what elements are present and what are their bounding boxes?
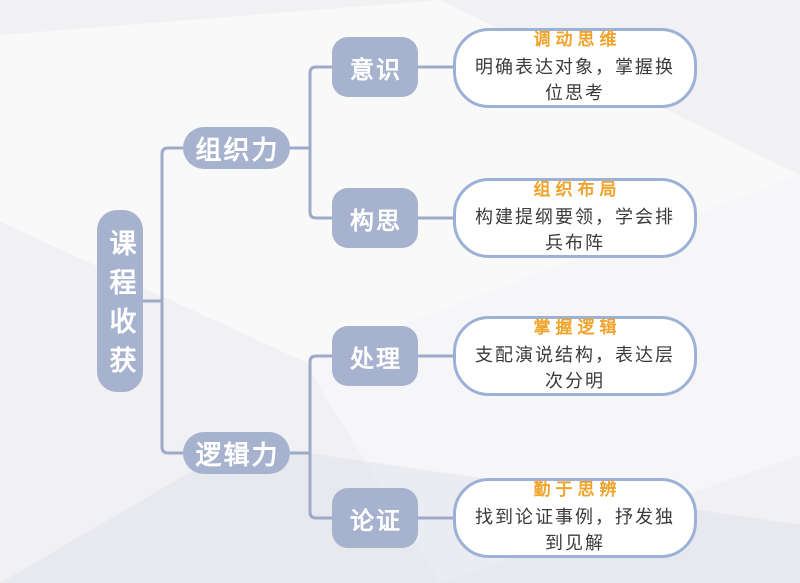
card-title: 组织布局 [533,180,622,200]
sub-node-awareness: 意识 [332,37,418,97]
card-text-line: 兵布阵 [545,232,605,253]
root-node-label: 课程收获 [105,229,136,385]
branch-node-organization: 组织力 [183,127,290,169]
card-title: 调动思维 [533,30,622,50]
sub-node-argumentation: 论证 [332,488,418,548]
card-text-line: 明确表达对象，掌握换 [475,56,675,77]
card-text-line: 找到论证事例，抒发独 [475,506,675,527]
card-text-line: 到见解 [545,532,605,553]
card-text-line: 构建提纲要领，学会排 [475,206,675,227]
card-title: 勤于思辨 [533,480,622,500]
detail-card-mobilize-thinking: 调动思维 明确表达对象，掌握换 位思考 [453,28,697,108]
sub-node-processing: 处理 [332,326,418,386]
detail-card-master-logic: 掌握逻辑 支配演说结构，表达层 次分明 [453,316,697,396]
card-title: 掌握逻辑 [533,318,622,338]
branch-node-logic: 逻辑力 [183,432,290,474]
detail-card-organize-layout: 组织布局 构建提纲要领，学会排 兵布阵 [453,178,697,258]
card-text-line: 次分明 [545,370,605,391]
card-text-line: 位思考 [545,82,605,103]
sub-node-conception: 构思 [332,188,418,248]
detail-card-diligent-thinking: 勤于思辨 找到论证事例，抒发独 到见解 [453,478,697,558]
card-text-line: 支配演说结构，表达层 [475,344,675,365]
root-node-course-gains: 课程收获 [97,210,143,392]
